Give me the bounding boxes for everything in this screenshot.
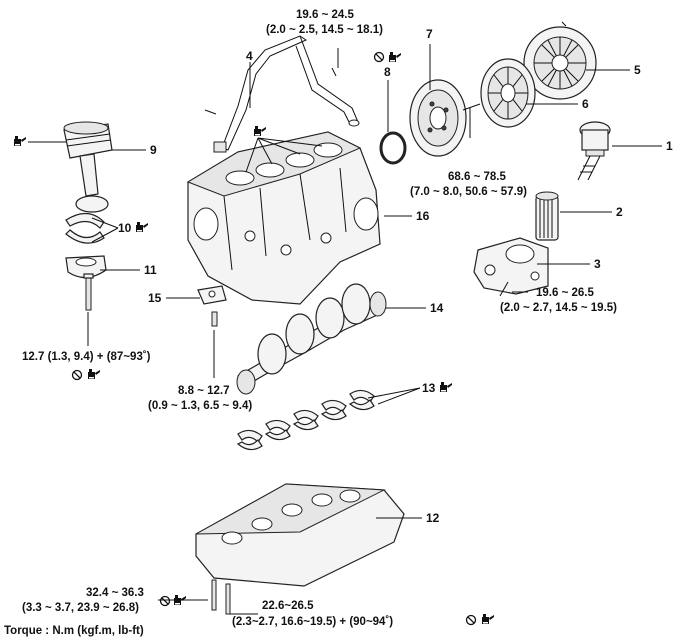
no-reuse-icon xyxy=(373,51,385,63)
callout-numbers: 1 2 3 4 5 6 7 8 9 10 11 12 13 14 15 16 xyxy=(118,27,673,525)
callout-7: 7 xyxy=(426,27,433,41)
leader-lines xyxy=(28,44,662,615)
clutch-cover xyxy=(523,21,597,100)
oil-can-icon xyxy=(136,222,148,232)
callout-12: 12 xyxy=(426,511,440,525)
torque-bedplate-outer-detail: (3.3 ~ 3.7, 23.9 ~ 26.8) xyxy=(22,602,139,614)
callout-1: 1 xyxy=(666,139,673,153)
no-reuse-icon xyxy=(465,614,477,626)
callout-4: 4 xyxy=(246,49,253,63)
callout-14: 14 xyxy=(430,301,444,315)
callout-11: 11 xyxy=(144,263,157,277)
torque-rod-cap: 12.7 (1.3, 9.4) + (87~93˚) xyxy=(22,351,151,363)
callout-15: 15 xyxy=(148,291,162,305)
torque-housing-value: 19.6 ~ 26.5 xyxy=(536,287,594,299)
callout-6: 6 xyxy=(582,97,589,111)
callout-3: 3 xyxy=(594,257,601,271)
clutch-disc xyxy=(480,58,536,128)
callout-5: 5 xyxy=(634,63,641,77)
torque-flywheel-value: 68.6 ~ 78.5 xyxy=(448,171,506,183)
oil-jet xyxy=(197,285,227,327)
torque-bedplate-inner-detail: (2.3~2.7, 16.6~19.5) + (90~94˚) xyxy=(232,616,393,628)
torque-flywheel-detail: (7.0 ~ 8.0, 50.6 ~ 57.9) xyxy=(410,186,527,198)
torque-bedplate-outer-value: 32.4 ~ 36.3 xyxy=(86,587,144,599)
oil-can-icon xyxy=(389,52,401,62)
crankshaft xyxy=(236,283,387,395)
main-bearings xyxy=(236,389,375,451)
callout-10: 10 xyxy=(118,221,132,235)
cylinder-block xyxy=(186,131,381,305)
no-reuse-icon xyxy=(71,369,83,381)
rod-cap xyxy=(65,255,107,311)
oil-can-icon xyxy=(254,126,266,136)
callout-16: 16 xyxy=(416,209,430,223)
torque-oil-jet-detail: (0.9 ~ 1.3, 6.5 ~ 9.4) xyxy=(148,400,252,412)
torque-top-detail: (2.0 ~ 2.5, 14.5 ~ 18.1) xyxy=(266,24,383,36)
callout-2: 2 xyxy=(616,205,623,219)
torque-specs: 19.6 ~ 24.5 (2.0 ~ 2.5, 14.5 ~ 18.1) 68.… xyxy=(4,9,617,637)
no-reuse-icon xyxy=(159,595,171,607)
oil-filter-cap xyxy=(577,121,611,181)
water-pipe xyxy=(204,35,360,153)
callout-13: 13 xyxy=(422,381,436,395)
piston-connecting-rod xyxy=(63,121,113,213)
callout-9: 9 xyxy=(150,143,157,157)
oil-filter-element xyxy=(535,191,559,241)
oil-filter-housing xyxy=(473,237,549,297)
bed-plate xyxy=(195,483,405,615)
rear-oil-seal xyxy=(379,131,407,165)
callout-8: 8 xyxy=(384,65,391,79)
rod-bearings xyxy=(65,212,105,244)
torque-housing-detail: (2.0 ~ 2.7, 14.5 ~ 19.5) xyxy=(500,302,617,314)
torque-oil-jet-value: 8.8 ~ 12.7 xyxy=(178,385,229,397)
oil-can-icon xyxy=(88,369,100,379)
oil-can-icon xyxy=(440,382,452,392)
oil-can-icon xyxy=(14,136,26,146)
oil-can-icon xyxy=(482,614,494,624)
torque-unit-note: Torque : N.m (kgf.m, lb-ft) xyxy=(4,625,144,637)
flywheel xyxy=(409,79,481,157)
torque-bedplate-inner-value: 22.6~26.5 xyxy=(262,600,314,612)
torque-top-value: 19.6 ~ 24.5 xyxy=(296,9,354,21)
